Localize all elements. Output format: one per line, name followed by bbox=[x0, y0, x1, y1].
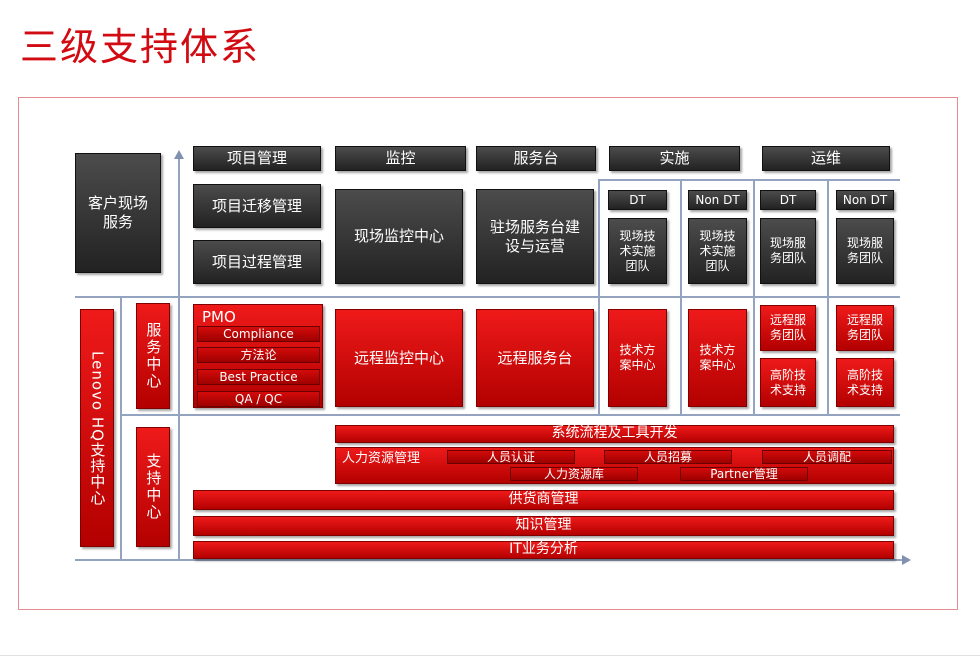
ops-dt-label: DT bbox=[760, 190, 816, 210]
ops-nondt-label: Non DT bbox=[836, 190, 894, 210]
hr-item-allocation: 人员调配 bbox=[762, 450, 892, 464]
column-divider-1 bbox=[598, 179, 600, 415]
knowledge-mgmt-bar: 知识管理 bbox=[193, 516, 894, 536]
impl-onsite-team-dt: 现场技术实施团队 bbox=[608, 218, 667, 284]
onsite-service-box: 客户现场服务 bbox=[75, 153, 161, 273]
column-divider-3 bbox=[753, 179, 755, 415]
page-title: 三级支持体系 bbox=[20, 25, 261, 69]
column-divider-4 bbox=[827, 179, 829, 415]
separator-line-middle bbox=[120, 414, 900, 416]
pmo-item-qa-qc: QA / QC bbox=[197, 391, 320, 407]
operations-header: 运维 bbox=[762, 146, 890, 171]
hr-item-recruitment: 人员招募 bbox=[604, 450, 732, 464]
service-center-box: 服务中心 bbox=[136, 303, 170, 409]
vertical-axis-arrow bbox=[174, 150, 184, 159]
implementation-header: 实施 bbox=[609, 146, 740, 171]
project-process-box: 项目过程管理 bbox=[193, 240, 321, 284]
system-tools-bar: 系统流程及工具开发 bbox=[335, 425, 894, 443]
supplier-mgmt-bar: 供货商管理 bbox=[193, 490, 894, 510]
hr-item-partner-mgmt: Partner管理 bbox=[680, 467, 808, 481]
footer-divider bbox=[0, 655, 980, 656]
pmo-item-compliance: Compliance bbox=[197, 326, 320, 342]
vertical-axis bbox=[178, 158, 180, 560]
ops-advanced-support-dt: 高阶技术支持 bbox=[760, 358, 816, 407]
ops-advanced-support-nondt: 高阶技术支持 bbox=[836, 358, 894, 407]
impl-dt-label: DT bbox=[608, 190, 667, 210]
project-mgmt-header: 项目管理 bbox=[193, 146, 321, 171]
service-desk-header: 服务台 bbox=[476, 146, 596, 171]
pmo-title: PMO bbox=[202, 308, 236, 326]
separator-line-top bbox=[75, 296, 900, 298]
impl-solution-center-nondt: 技术方案中心 bbox=[688, 309, 747, 407]
separator-line-left bbox=[120, 296, 122, 560]
impl-onsite-team-nondt: 现场技术实施团队 bbox=[688, 218, 747, 284]
remote-service-desk-box: 远程服务台 bbox=[476, 309, 594, 407]
ops-remote-team-nondt: 远程服务团队 bbox=[836, 305, 894, 351]
horizontal-axis-arrow bbox=[902, 555, 911, 565]
monitoring-header: 监控 bbox=[335, 146, 466, 171]
hq-support-center-box: Lenovo HQ支持中心 bbox=[80, 309, 114, 547]
ops-onsite-team-dt: 现场服务团队 bbox=[760, 218, 816, 284]
project-migration-box: 项目迁移管理 bbox=[193, 184, 321, 228]
ops-remote-team-dt: 远程服务团队 bbox=[760, 305, 816, 351]
it-analysis-bar: IT业务分析 bbox=[193, 541, 894, 559]
horizontal-axis bbox=[75, 559, 903, 561]
hr-item-certification: 人员认证 bbox=[447, 450, 575, 464]
diagram-frame bbox=[18, 97, 958, 610]
pmo-item-best-practice: Best Practice bbox=[197, 369, 320, 385]
separator-line-impl bbox=[598, 179, 900, 181]
pmo-item-methodology: 方法论 bbox=[197, 347, 320, 363]
ops-onsite-team-nondt: 现场服务团队 bbox=[836, 218, 894, 284]
impl-nondt-label: Non DT bbox=[688, 190, 747, 210]
onsite-monitoring-box: 现场监控中心 bbox=[335, 189, 463, 284]
support-center-box: 支持中心 bbox=[136, 427, 170, 547]
remote-monitoring-box: 远程监控中心 bbox=[335, 309, 463, 407]
hr-mgmt-title: 人力资源管理 bbox=[342, 451, 421, 466]
onsite-service-desk-box: 驻场服务台建设与运营 bbox=[476, 189, 594, 284]
column-divider-2 bbox=[680, 179, 682, 415]
hr-item-talent-pool: 人力资源库 bbox=[510, 467, 638, 481]
impl-solution-center-dt: 技术方案中心 bbox=[608, 309, 667, 407]
